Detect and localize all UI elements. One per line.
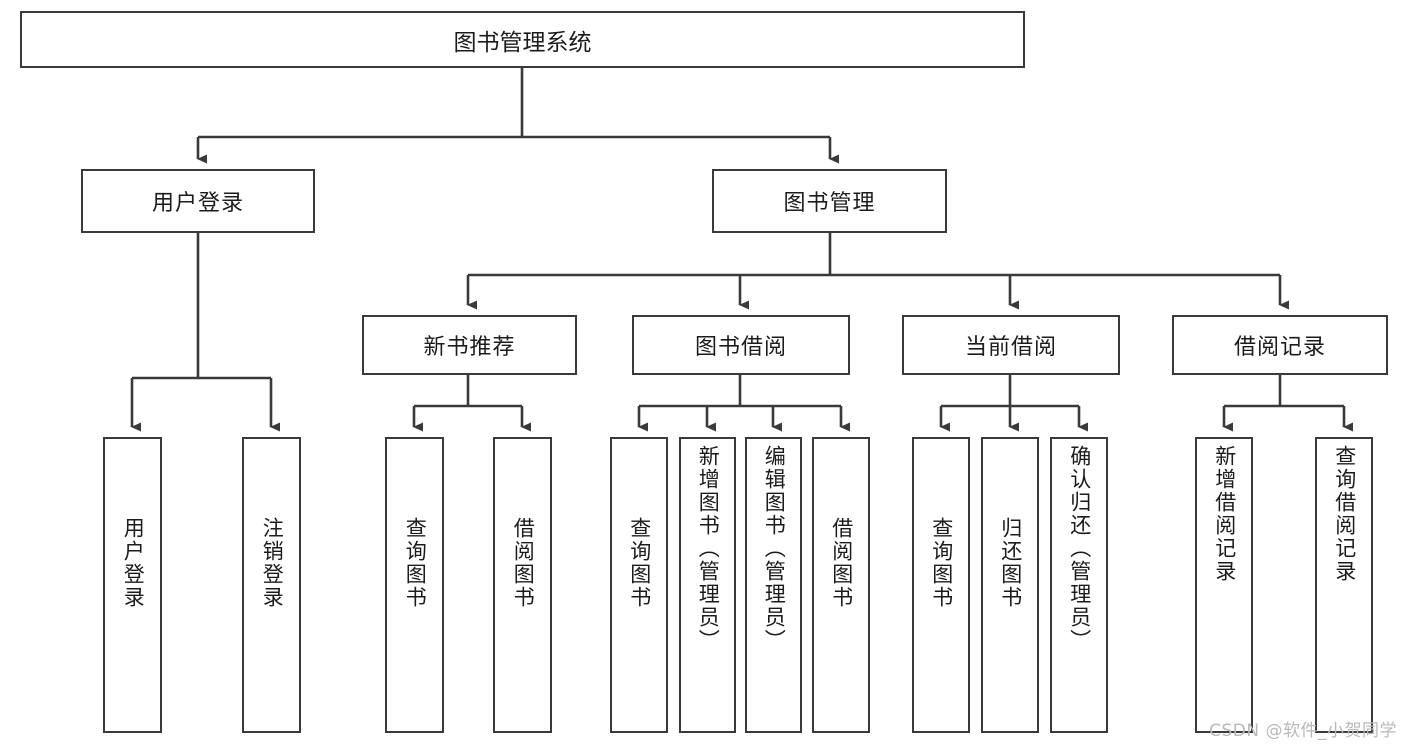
leaf-label: 新增图书（管理员） bbox=[696, 445, 721, 652]
leaf-label: 查询图书 bbox=[627, 517, 652, 609]
node-current-borrow[interactable]: 当前借阅 bbox=[902, 315, 1120, 375]
leaf-user-login-logout[interactable]: 注销登录 bbox=[242, 437, 301, 733]
leaf-label: 查询图书 bbox=[929, 517, 954, 609]
node-borrow-records[interactable]: 借阅记录 bbox=[1172, 315, 1388, 375]
node-label: 新书推荐 bbox=[423, 335, 516, 360]
node-label: 图书管理系统 bbox=[453, 29, 592, 56]
node-root-system[interactable]: 图书管理系统 bbox=[20, 11, 1025, 68]
leaf-current-query-book[interactable]: 查询图书 bbox=[912, 437, 970, 733]
leaf-label: 确认归还（管理员） bbox=[1067, 445, 1092, 652]
leaf-label: 注销登录 bbox=[260, 517, 285, 609]
node-user-login[interactable]: 用户登录 bbox=[81, 169, 315, 233]
leaf-current-return-book[interactable]: 归还图书 bbox=[981, 437, 1039, 733]
leaf-user-login-login[interactable]: 用户登录 bbox=[103, 437, 162, 733]
leaf-label: 借阅图书 bbox=[511, 517, 536, 609]
leaf-borrow-edit-book-admin[interactable]: 编辑图书（管理员） bbox=[745, 437, 802, 733]
leaf-borrow-query-book[interactable]: 查询图书 bbox=[610, 437, 668, 733]
node-label: 当前借阅 bbox=[964, 335, 1057, 360]
node-new-book-recommend[interactable]: 新书推荐 bbox=[362, 315, 577, 375]
leaf-label: 借阅图书 bbox=[829, 517, 854, 609]
leaf-recommend-borrow-book[interactable]: 借阅图书 bbox=[493, 437, 552, 733]
leaf-borrow-borrow-book[interactable]: 借阅图书 bbox=[812, 437, 870, 733]
node-label: 用户登录 bbox=[151, 191, 244, 216]
node-label: 借阅记录 bbox=[1233, 335, 1326, 360]
leaf-records-add-record[interactable]: 新增借阅记录 bbox=[1195, 437, 1253, 733]
leaf-label: 查询借阅记录 bbox=[1332, 445, 1357, 583]
leaf-label: 用户登录 bbox=[121, 517, 146, 609]
watermark: CSDN @软件_小贺同学 bbox=[1209, 721, 1397, 741]
node-label: 图书借阅 bbox=[694, 335, 787, 360]
leaf-label: 新增借阅记录 bbox=[1212, 445, 1237, 583]
leaf-recommend-query-book[interactable]: 查询图书 bbox=[385, 437, 444, 733]
leaf-label: 归还图书 bbox=[998, 517, 1023, 609]
node-book-borrow[interactable]: 图书借阅 bbox=[632, 315, 850, 375]
leaf-records-query-record[interactable]: 查询借阅记录 bbox=[1315, 437, 1373, 733]
node-label: 图书管理 bbox=[783, 191, 876, 216]
leaf-label: 编辑图书（管理员） bbox=[762, 445, 787, 652]
leaf-label: 查询图书 bbox=[403, 517, 428, 609]
node-book-management[interactable]: 图书管理 bbox=[712, 169, 947, 233]
leaf-current-confirm-return-admin[interactable]: 确认归还（管理员） bbox=[1050, 437, 1108, 733]
leaf-borrow-add-book-admin[interactable]: 新增图书（管理员） bbox=[679, 437, 736, 733]
